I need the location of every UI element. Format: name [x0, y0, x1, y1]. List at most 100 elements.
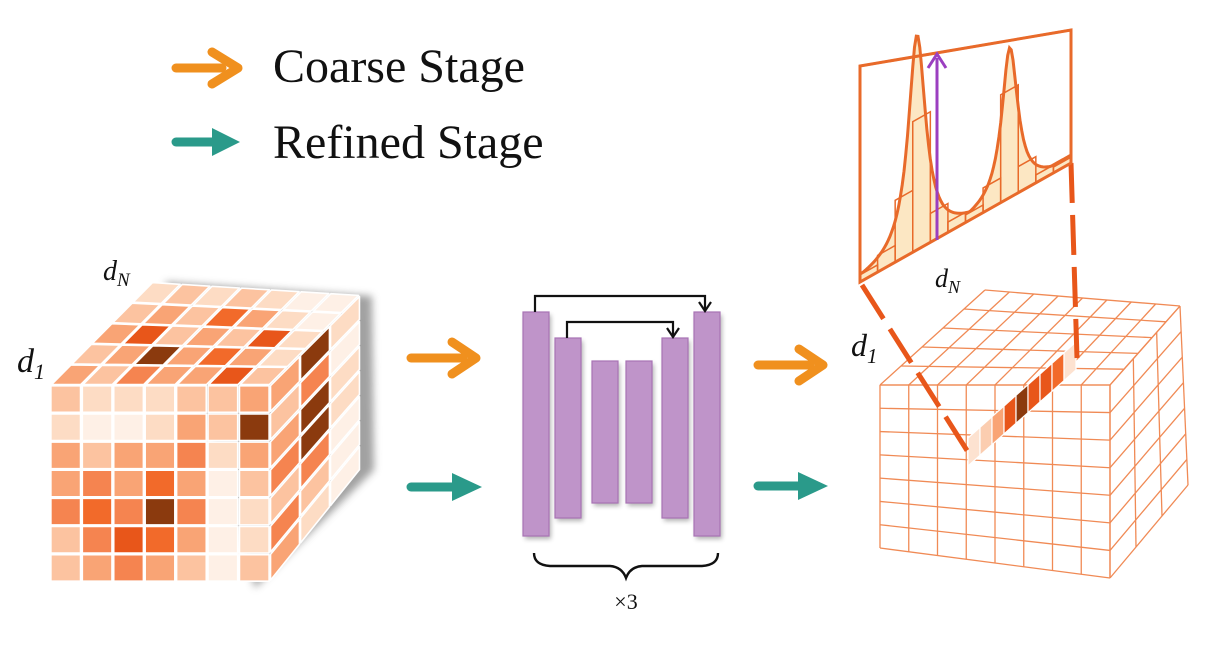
cube-cell [176, 365, 226, 386]
cube-cell [50, 413, 82, 442]
cube-cell [81, 553, 113, 583]
cube-cell [175, 384, 208, 414]
cube-cell [153, 325, 202, 347]
down-arrow-icon [698, 301, 712, 313]
skip-connection-outer [533, 294, 712, 313]
cube-cell [112, 441, 145, 470]
coarse-arrow-out-icon [753, 344, 828, 386]
ray-cell [1015, 383, 1029, 425]
network-block [661, 337, 689, 519]
output-dN-label: dN [935, 264, 961, 297]
histogram-bin-lines [859, 83, 1072, 282]
cube-cell [172, 305, 222, 327]
legend: Coarse Stage Refined Stage [171, 40, 544, 169]
cube-cell [81, 497, 113, 526]
cube-cell [71, 343, 121, 366]
cube-cell [50, 364, 101, 386]
cube-cell [132, 281, 181, 305]
output-d1-label: d1 [851, 327, 878, 368]
cube-cell [81, 525, 113, 554]
cube-cell [207, 441, 239, 470]
ray-cell [991, 404, 1005, 447]
cube-cell [299, 351, 331, 409]
refined-arrow-out-icon [753, 472, 828, 500]
cube-cell [144, 553, 176, 583]
coarse-stage-label: Coarse Stage [273, 40, 525, 93]
cube-cell [81, 384, 113, 414]
ray-cell [979, 415, 993, 457]
cube-cell [207, 525, 239, 554]
cube-cell [299, 482, 331, 544]
cube-cell [294, 311, 342, 332]
output-grid-lines [879, 289, 1189, 579]
cube-cell [299, 325, 331, 382]
skip-connection-inner [565, 320, 680, 339]
cube-cell [269, 355, 301, 413]
cube-cell [144, 413, 176, 442]
cube-cell [175, 413, 208, 442]
cube-cell [162, 283, 211, 306]
cube-cell [112, 413, 145, 442]
cube-cell [329, 445, 361, 507]
cube-cell [299, 377, 331, 436]
cube-cell [102, 344, 152, 366]
histogram-bin [912, 110, 932, 253]
cube-cell [133, 345, 183, 366]
cube-cell [238, 469, 270, 498]
cube-cell [144, 497, 176, 526]
cube-cell [144, 441, 176, 470]
cube-cell [275, 329, 324, 350]
argmax-up-arrow-icon [926, 51, 948, 240]
input-dN-label: dN [103, 256, 131, 291]
coarse-stage-legend-arrow-icon [171, 47, 243, 89]
cube-cell [81, 469, 113, 498]
cube-cell [144, 384, 176, 414]
cube-cell [207, 497, 239, 526]
cube-cell [269, 518, 301, 581]
cube-cell [299, 456, 331, 517]
cube-cell [112, 469, 145, 498]
cube-cell [207, 553, 239, 583]
cube-cell [144, 525, 176, 554]
ray-cell [1039, 361, 1053, 404]
network-blocks [522, 311, 722, 539]
cube-cell [238, 384, 270, 414]
cube-cell [183, 326, 233, 348]
cube-cell [122, 324, 172, 346]
ray-cell [1003, 393, 1017, 436]
repeat-brace [532, 552, 720, 582]
cube-cell [113, 364, 163, 386]
coarse-arrow-in-icon [406, 337, 481, 379]
cube-cell [238, 413, 270, 442]
zoom-connector-right [1068, 162, 1080, 359]
network-block [625, 360, 653, 504]
cube-front-face [50, 384, 270, 583]
cube-cell [214, 327, 263, 348]
network-block [554, 337, 582, 519]
cube-cell [50, 469, 82, 498]
cube-cell [269, 410, 301, 469]
cube-cell [299, 430, 331, 490]
selected-depth-ray [967, 340, 1077, 468]
histogram-bin [1017, 155, 1037, 193]
cube-cell [282, 291, 330, 312]
cube-cell [238, 525, 270, 554]
cube-cell [207, 365, 257, 386]
probability-panel [858, 28, 1080, 454]
network: ×3 [522, 294, 722, 614]
cube-cell [239, 366, 288, 386]
cube-cell [111, 302, 161, 325]
cube-cell [207, 384, 239, 414]
cube-cell [329, 320, 361, 377]
cube-cell [50, 553, 82, 583]
repeat-label: ×3 [614, 589, 637, 614]
cube-cell [175, 525, 208, 554]
input-d1-label: d1 [17, 343, 45, 384]
network-block [693, 311, 721, 537]
cube-cell [112, 525, 145, 554]
probability-curve [859, 34, 1072, 276]
cube-cell [329, 395, 361, 455]
cube-cell [269, 491, 301, 553]
cube-cell [238, 497, 270, 526]
cube-cell [112, 553, 145, 583]
